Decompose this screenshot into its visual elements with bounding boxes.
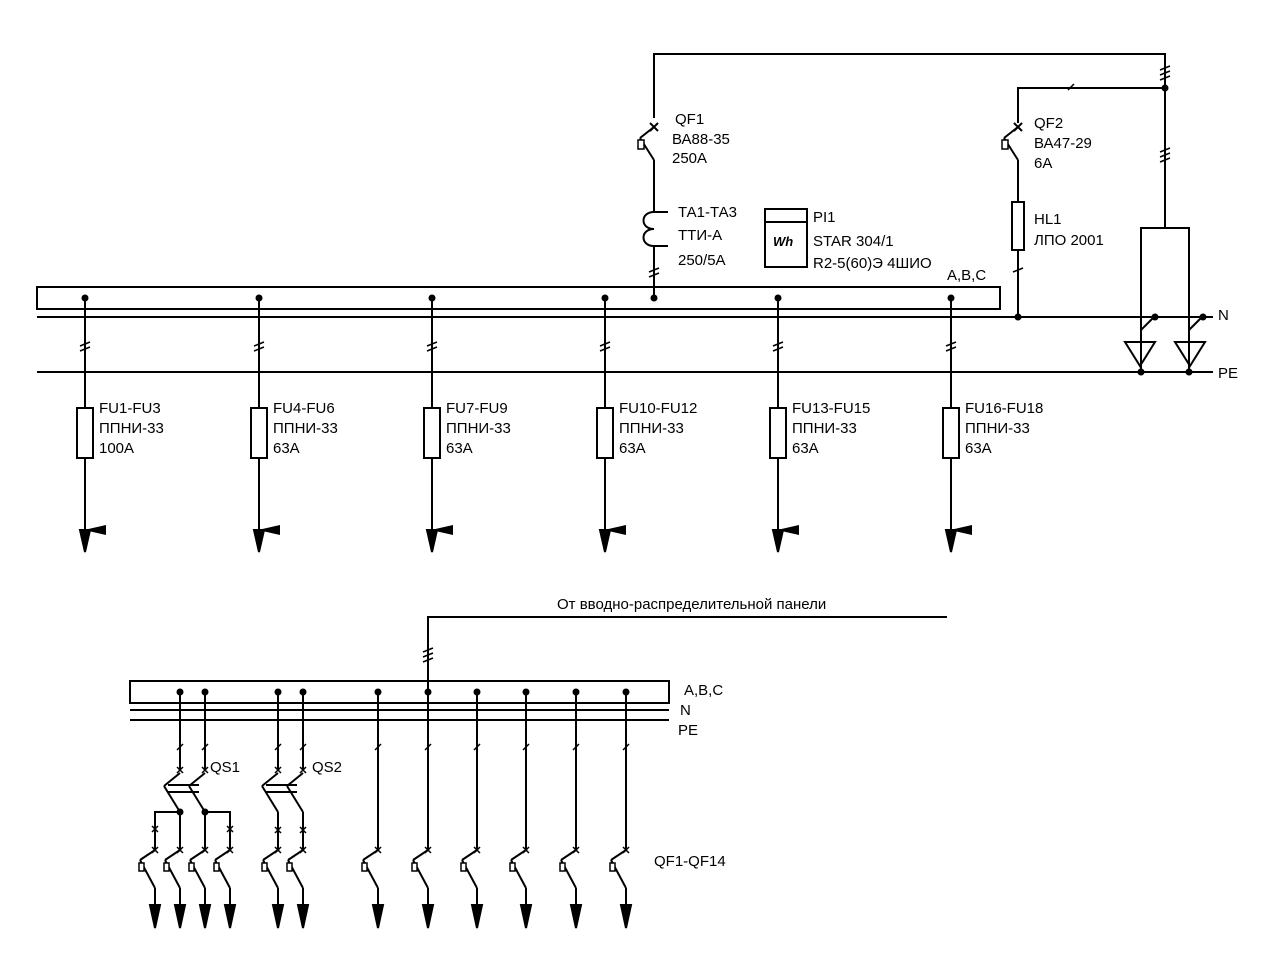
feeder-label-line: 100А bbox=[99, 440, 134, 457]
hl1-model: ЛПО 2001 bbox=[1034, 232, 1104, 249]
top-n-label: N bbox=[1218, 307, 1229, 324]
pi1-model: STAR 304/1 bbox=[813, 233, 894, 250]
pi1-spec: R2-5(60)Э 4ШИО bbox=[813, 255, 932, 272]
qf1-breaker-symbol bbox=[637, 122, 659, 212]
qf-breaker-feeder bbox=[609, 688, 633, 929]
qf-breaker-feeder bbox=[411, 688, 435, 929]
bottom-panel bbox=[129, 616, 947, 721]
ta-model: ТТИ-А bbox=[678, 227, 722, 244]
qs1-label: QS1 bbox=[210, 759, 240, 776]
hl1-label: HL1 bbox=[1034, 211, 1062, 228]
qf2-supply-wire bbox=[1017, 87, 1165, 123]
top-feeders: FU1-FU3ППНИ-33100АFU4-FU6ППНИ-3363АFU7-F… bbox=[76, 294, 1043, 553]
qf2-label: QF2 bbox=[1034, 115, 1063, 132]
feeder-label-line: 63А bbox=[965, 440, 992, 457]
qs2-switch-group bbox=[261, 688, 310, 929]
top-labels: QF1 ВА88-35 250А ТА1-ТА3 ТТИ-А 250/5А PI… bbox=[672, 111, 1238, 382]
feeder-label-line: ППНИ-33 bbox=[619, 420, 684, 437]
top-panel bbox=[36, 53, 1213, 376]
ta-current-transformer-symbol bbox=[642, 211, 668, 298]
bottom-n-label: N bbox=[680, 702, 691, 719]
feeder-label-line: ППНИ-33 bbox=[792, 420, 857, 437]
qf-breaker-feeder bbox=[509, 688, 533, 929]
feeder-label-line: ППНИ-33 bbox=[446, 420, 511, 437]
surge-protection-symbol bbox=[1123, 227, 1207, 372]
source-label: От вводно-распределительной панели bbox=[557, 596, 826, 613]
feeder-label-line: 63А bbox=[792, 440, 819, 457]
qf2-rating: 6А bbox=[1034, 155, 1052, 172]
bottom-pe-label: PE bbox=[678, 722, 698, 739]
hl1-lamp-symbol bbox=[1011, 201, 1025, 251]
ta-ratio: 250/5А bbox=[678, 252, 726, 269]
top-busbar-abc bbox=[36, 286, 1001, 310]
qf2-breaker-symbol bbox=[1001, 122, 1023, 202]
feeder-label-line: FU16-FU18 bbox=[965, 400, 1043, 417]
qf2-model: ВА47-29 bbox=[1034, 135, 1092, 152]
fuse-symbol bbox=[423, 407, 441, 459]
bottom-feeders bbox=[138, 688, 633, 929]
fuse-symbol bbox=[250, 407, 268, 459]
top-incoming-wire bbox=[653, 53, 1166, 228]
fuse-symbol bbox=[596, 407, 614, 459]
qf-breaker-feeder bbox=[559, 688, 583, 929]
bottom-bus-label: A,B,C bbox=[684, 682, 723, 699]
feeder-label-line: FU10-FU12 bbox=[619, 400, 697, 417]
fuse-symbol bbox=[942, 407, 960, 459]
feeder-label-line: 63А bbox=[273, 440, 300, 457]
qf1-label: QF1 bbox=[675, 111, 704, 128]
qf-breaker-feeder bbox=[361, 688, 385, 929]
qf-group-label: QF1-QF14 bbox=[654, 853, 726, 870]
feeder-label-line: ППНИ-33 bbox=[965, 420, 1030, 437]
fuse-symbol bbox=[769, 407, 787, 459]
feeder-label-line: 63А bbox=[619, 440, 646, 457]
qf-breaker-feeder bbox=[460, 688, 484, 929]
ta-label: ТА1-ТА3 bbox=[678, 204, 737, 221]
fuse-symbol bbox=[76, 407, 94, 459]
qf1-rating: 250А bbox=[672, 150, 707, 167]
feeder-label-line: ППНИ-33 bbox=[273, 420, 338, 437]
bottom-labels: От вводно-распределительной панели A,B,C… bbox=[210, 596, 826, 870]
bottom-source-wire bbox=[427, 616, 947, 692]
top-bus-label: A,B,C bbox=[947, 267, 986, 284]
feeder-label-line: FU4-FU6 bbox=[273, 400, 335, 417]
qs1-switch-group bbox=[138, 688, 237, 929]
qf1-model: ВА88-35 bbox=[672, 131, 730, 148]
top-pe-label: PE bbox=[1218, 365, 1238, 382]
pi1-label: PI1 bbox=[813, 209, 836, 226]
meter-symbol: Wh bbox=[773, 234, 793, 249]
qs2-label: QS2 bbox=[312, 759, 342, 776]
bottom-busbar-abc bbox=[129, 680, 670, 704]
feeder-label-line: ППНИ-33 bbox=[99, 420, 164, 437]
pi1-meter-symbol bbox=[764, 208, 808, 268]
feeder-label-line: FU1-FU3 bbox=[99, 400, 161, 417]
feeder-label-line: FU13-FU15 bbox=[792, 400, 870, 417]
feeder-label-line: FU7-FU9 bbox=[446, 400, 508, 417]
feeder-label-line: 63А bbox=[446, 440, 473, 457]
